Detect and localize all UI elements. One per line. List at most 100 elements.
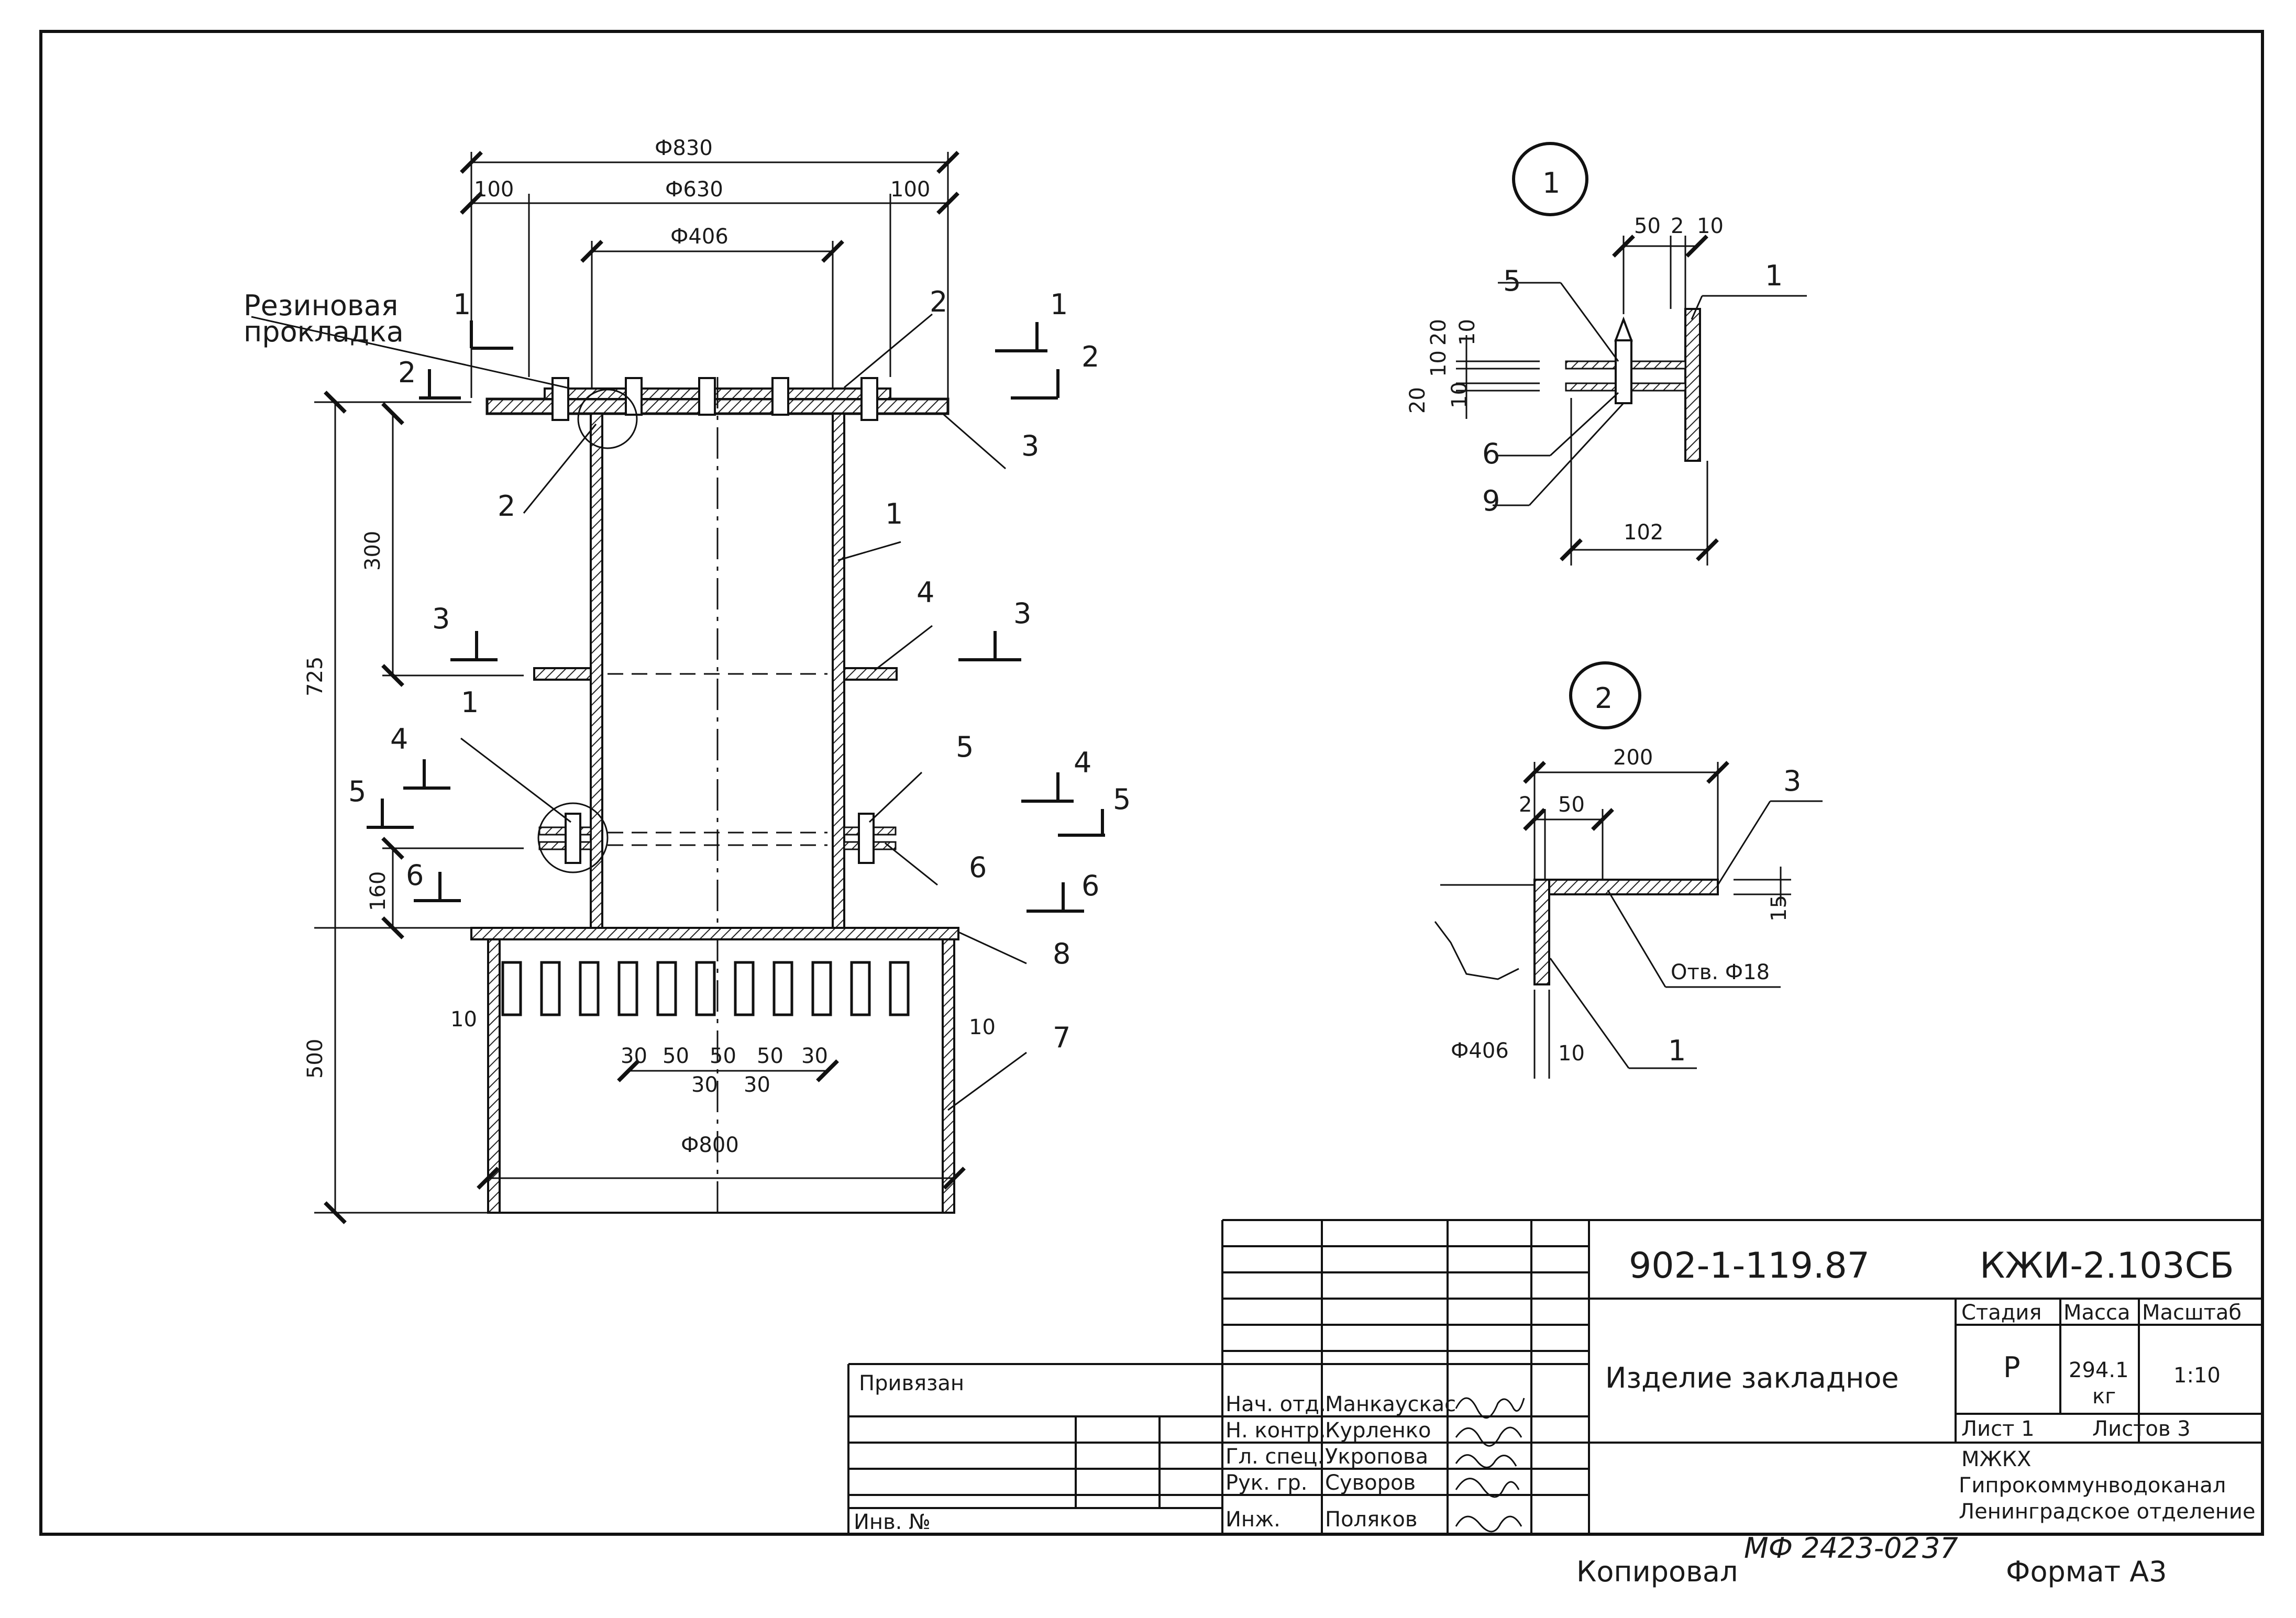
flange-bolts [551, 377, 878, 421]
ring-bolt-right [858, 813, 875, 864]
d2-dim-15: 15 [1767, 895, 1791, 922]
detail2-plate-3 [1544, 879, 1719, 895]
pos-label-2-flange: 2 [930, 285, 947, 318]
dim-d800: Ф800 [681, 1133, 739, 1157]
detail-1-marker-circle [1512, 142, 1588, 216]
main-view [251, 151, 1105, 1224]
d2-dim-200: 200 [1613, 746, 1653, 770]
ring-plate-4-left [533, 667, 592, 681]
detail1-bolt-tip [1614, 316, 1633, 341]
pos-label-4-ring: 4 [917, 576, 934, 609]
sheet-number: Лист 1 [1961, 1417, 2035, 1441]
shell-wall-right [942, 938, 955, 1214]
section-label-1-right: 1 [1050, 288, 1068, 321]
detail-1-marker: 1 [1542, 167, 1560, 200]
detail-ref-circle-2 [577, 389, 638, 449]
detail2-leaders [1549, 800, 1823, 1069]
section-label-5-left: 5 [348, 775, 366, 808]
org-line-1: МЖКХ [1961, 1447, 2031, 1471]
pos-label-3-flange: 3 [1021, 429, 1039, 462]
section-label-4-right: 4 [1074, 746, 1091, 779]
dim-slot-30b: 30 [801, 1044, 828, 1068]
pos-label-2-gasket: 2 [498, 490, 515, 523]
detail-2 [1434, 661, 1823, 1079]
dim-slot-50b: 50 [710, 1044, 736, 1068]
detail2-break-zigzag [1434, 921, 1519, 980]
dim-ext-right: 100 [890, 178, 930, 202]
name-3: Укропова [1325, 1445, 1428, 1469]
signature-4 [1455, 1478, 1520, 1498]
ring-bolt-left [565, 813, 581, 864]
detail-2-marker-circle [1569, 661, 1641, 729]
d1-vdim-20a: 20 [1427, 319, 1451, 346]
signatures [1455, 1397, 1525, 1533]
section-label-2-left: 2 [398, 356, 416, 389]
pipe-wall-left [590, 413, 603, 929]
sheets-total: Листов 3 [2092, 1417, 2191, 1441]
bottom-plate-8 [470, 927, 959, 940]
d1-dim-2: 2 [1671, 214, 1684, 238]
section-label-5-right: 5 [1113, 783, 1131, 816]
product-name: Изделие закладное [1605, 1361, 1899, 1394]
d1-dim-102: 102 [1624, 520, 1663, 545]
inv-no-label: Инв. № [854, 1510, 931, 1534]
sheet-frame [39, 30, 2264, 1536]
pos-label-5-ring: 5 [956, 730, 974, 763]
section-label-3-right: 3 [1013, 597, 1031, 630]
note-rubber-line1: Резиновая [244, 289, 398, 322]
mass-header: Масса [2063, 1301, 2131, 1325]
d2-hole: Отв. Ф18 [1671, 960, 1770, 984]
d1-pos-6: 6 [1482, 437, 1500, 470]
name-2: Курленко [1325, 1418, 1431, 1443]
role-5: Инж. [1226, 1508, 1281, 1532]
name-5: Поляков [1325, 1508, 1417, 1532]
d1-dim-10: 10 [1697, 214, 1724, 238]
doc-code: 902-1-119.87 [1629, 1245, 1870, 1287]
dim-slot-50c: 50 [757, 1044, 783, 1068]
signature-3 [1455, 1454, 1517, 1468]
detail1-dims [1456, 235, 1719, 566]
copied-label: Копировал [1576, 1555, 1738, 1588]
pos-label-7-shell: 7 [1053, 1021, 1070, 1054]
role-1: Нач. отд. [1226, 1392, 1326, 1416]
pos-label-1-pipe: 1 [885, 497, 903, 530]
dim-wall-right: 10 [969, 1015, 996, 1039]
detail2-dims [1523, 761, 1791, 1079]
d2-pos-3: 3 [1783, 764, 1801, 797]
format-label: Формат А3 [2006, 1555, 2167, 1588]
pos-label-6-ring: 6 [969, 851, 987, 884]
role-4: Рук. гр. [1226, 1471, 1308, 1495]
section-label-1-left: 1 [453, 288, 471, 321]
section-label-4-left: 4 [390, 723, 408, 756]
signature-5 [1455, 1515, 1522, 1533]
detail-ref-circle-1 [537, 802, 609, 873]
dim-d630: Ф630 [665, 178, 723, 202]
dim-slot-30a: 30 [621, 1044, 647, 1068]
d1-vdim-10b: 10 [1455, 319, 1480, 346]
detail2-pipe-wall [1533, 879, 1550, 985]
name-4: Суворов [1325, 1471, 1416, 1495]
detail1-pipe-wall [1684, 308, 1701, 462]
d2-dim-d406: Ф406 [1451, 1039, 1509, 1063]
shell-slots [501, 961, 910, 1016]
signature-2 [1455, 1426, 1522, 1447]
dim-h300: 300 [361, 531, 385, 571]
dim-d406: Ф406 [670, 225, 728, 249]
footer: Копировал МФ 2423-02 37 Формат А3 [1576, 1532, 2167, 1588]
section-label-2-right: 2 [1081, 340, 1099, 373]
title-block [847, 1219, 2262, 1534]
section-label-3-left: 3 [432, 602, 450, 635]
dim-h725: 725 [303, 657, 327, 696]
detail-2-labels: 2 200 2 50 15 Отв. Ф18 Ф406 10 3 1 [1451, 682, 1801, 1067]
role-3: Гл. спец. [1226, 1445, 1324, 1469]
signature-1 [1455, 1397, 1525, 1419]
pos-label-8-plate: 8 [1053, 937, 1070, 970]
mass-unit: кг [2092, 1384, 2116, 1409]
shell-wall-left [487, 938, 501, 1214]
stage-header: Стадия [1961, 1301, 2041, 1325]
d2-pos-1: 1 [1668, 1034, 1686, 1067]
detail-1-labels: 1 50 2 10 102 20 10 10 20 10 5 6 9 1 [1406, 167, 1783, 545]
title-block-text: 902-1-119.87 КЖИ-2.103СБ Изделие закладн… [854, 1245, 2255, 1534]
d1-pos-5: 5 [1503, 264, 1521, 297]
